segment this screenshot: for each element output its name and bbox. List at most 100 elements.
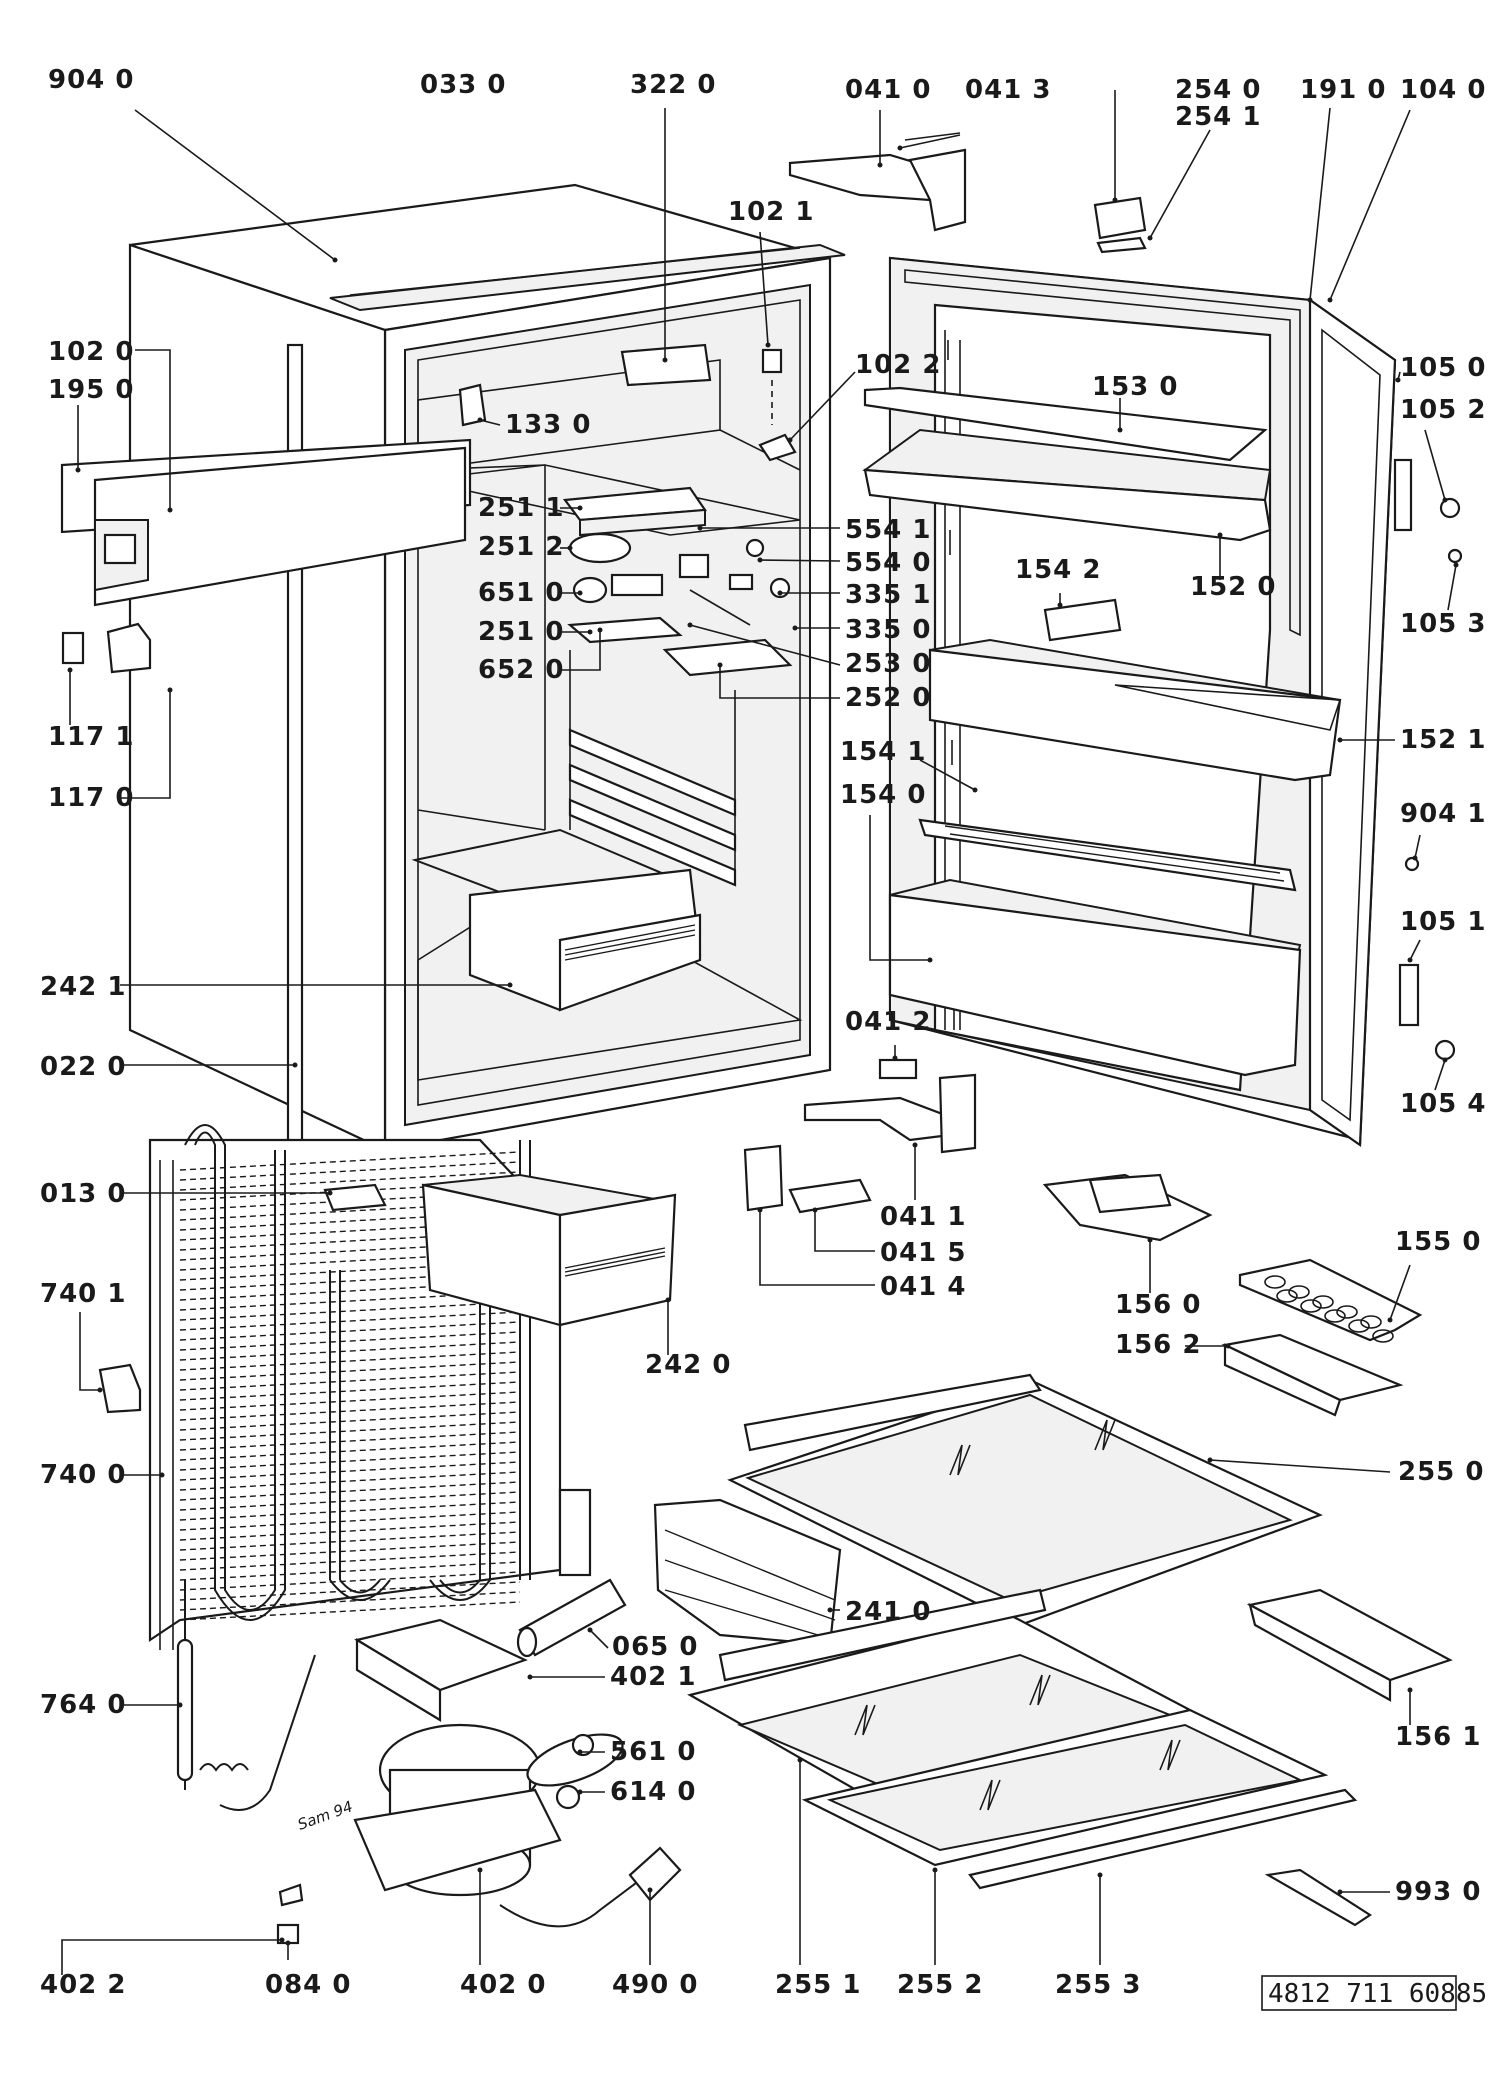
condenser-grate-line [179, 1471, 521, 1491]
leader-end-c4 [877, 162, 883, 168]
leader-line-c62 [61, 1939, 282, 1975]
callout-label-c26: 105 3 [1400, 609, 1486, 639]
leader-end-c50 [1225, 1343, 1231, 1349]
leader-line-c31 [719, 665, 840, 699]
leader-line-c8 [1309, 107, 1331, 301]
leader-end-c61 [1337, 1889, 1343, 1895]
leader-line-c45 [814, 1210, 875, 1252]
condenser-grate-line [179, 1441, 521, 1461]
callout-label-c19: 554 1 [845, 515, 931, 545]
compressor-assembly [176, 1578, 682, 1945]
leader-end-c45 [812, 1207, 818, 1213]
leader-end-c37 [1412, 855, 1418, 861]
condenser-grate-line [179, 1401, 521, 1421]
callout-label-c41: 022 0 [40, 1052, 126, 1082]
callout-label-c49: 740 1 [40, 1279, 126, 1309]
leader-end-c59 [1407, 1687, 1413, 1693]
callout-label-c12: 195 0 [48, 375, 134, 405]
callout-label-c17: 105 2 [1400, 395, 1486, 425]
leader-end-c19 [697, 525, 703, 531]
leader-line-c21 [759, 559, 841, 562]
condenser-grate-line [179, 1451, 521, 1471]
leader-end-c63 [285, 1940, 291, 1946]
leader-line-c35 [869, 815, 930, 961]
callout-label-c48: 156 0 [1115, 1290, 1201, 1320]
leader-end-c5 [897, 145, 903, 151]
egg-hole [1312, 1295, 1334, 1309]
leader-end-c1 [332, 257, 338, 263]
callout-label-c9: 104 0 [1400, 75, 1486, 105]
callout-label-c47: 041 4 [880, 1272, 966, 1302]
leader-end-c39 [507, 982, 513, 988]
egg-hole [1300, 1299, 1322, 1313]
bracket-322 [620, 343, 712, 387]
callout-label-c22: 152 0 [1190, 572, 1276, 602]
callout-label-c30: 253 0 [845, 649, 931, 679]
hinge-cover-parts [61, 622, 152, 674]
leader-line-c49 [79, 1312, 100, 1391]
leader-line-c37 [1414, 834, 1421, 859]
callout-label-c31: 252 0 [845, 683, 931, 713]
callout-label-c42: 105 4 [1400, 1089, 1486, 1119]
leader-line-c30 [689, 624, 841, 666]
leader-line-c36 [120, 690, 171, 799]
leader-end-c10 [765, 342, 771, 348]
callout-label-c7: 254 1 [1175, 102, 1261, 132]
callout-label-c61: 993 0 [1395, 1877, 1481, 1907]
leader-end-c44 [912, 1142, 918, 1148]
callout-label-c34: 154 1 [840, 737, 926, 767]
callout-label-c59: 156 1 [1395, 1722, 1481, 1752]
condenser-grate-line [179, 1491, 521, 1511]
condenser-grate-line [179, 1371, 521, 1391]
condenser-grate-line [179, 1551, 521, 1571]
leader-end-c11 [167, 507, 173, 513]
condenser-grate-line [179, 1501, 521, 1521]
leader-end-c60 [577, 1789, 583, 1795]
leader-end-c40 [892, 1055, 898, 1061]
leader-line-c5 [899, 134, 961, 149]
callout-label-c68: 255 3 [1055, 1970, 1141, 2000]
drawer-242 [421, 1173, 677, 1327]
leader-end-c27 [587, 629, 593, 635]
callout-label-c16: 153 0 [1092, 372, 1178, 402]
leader-line-c7 [1149, 129, 1211, 239]
condenser-grate-line [179, 1521, 521, 1541]
leader-end-c42 [1442, 1057, 1448, 1063]
condenser-grate-line [179, 1601, 521, 1621]
condenser-grate-line [179, 1351, 521, 1371]
leader-end-c64 [477, 1867, 483, 1873]
bracket-133 [458, 383, 487, 427]
callout-label-c24: 335 1 [845, 580, 931, 610]
leader-end-c62 [279, 1937, 285, 1943]
callout-label-c25: 154 2 [1015, 555, 1101, 585]
condenser-grate-line [179, 1171, 521, 1191]
leader-end-c12 [75, 467, 81, 473]
leader-end-c7 [1147, 235, 1153, 241]
condenser-grate-line [179, 1331, 521, 1351]
condenser-grate-line [179, 1431, 521, 1451]
condenser-grate-line [179, 1151, 521, 1171]
callout-label-c56: 402 1 [610, 1662, 696, 1692]
callout-label-c40: 041 2 [845, 1007, 931, 1037]
leader-end-c46 [1387, 1317, 1393, 1323]
callout-label-c35: 154 0 [840, 780, 926, 810]
leader-line-c46 [1389, 1264, 1411, 1321]
leader-end-c48 [1147, 1237, 1153, 1243]
leader-end-c26 [1453, 562, 1459, 568]
callout-label-c51: 242 0 [645, 1350, 731, 1380]
callout-label-c5: 041 3 [965, 75, 1051, 105]
callout-label-c11: 102 0 [48, 337, 134, 367]
condenser-grate-line [179, 1461, 521, 1481]
callout-label-c15: 133 0 [505, 410, 591, 440]
callout-label-c1: 904 0 [48, 65, 134, 95]
egg-hole [1372, 1329, 1394, 1343]
condenser-grate-line [179, 1561, 521, 1581]
leader-line-c54 [589, 1629, 609, 1649]
leader-line-c11 [135, 349, 171, 510]
condenser-grate-line [179, 1361, 521, 1381]
callout-label-c39: 242 1 [40, 972, 126, 1002]
egg-hole [1360, 1315, 1382, 1329]
